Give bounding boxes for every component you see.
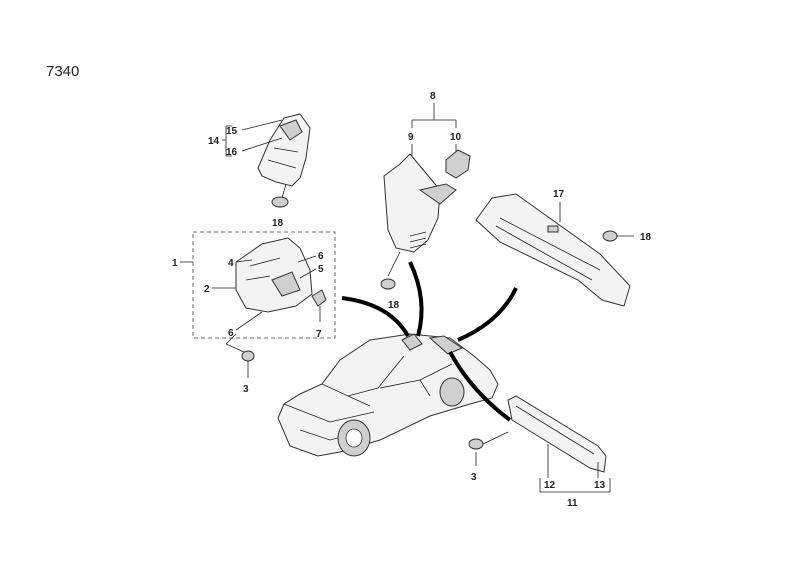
callout-3-left: 3 — [243, 384, 249, 395]
callout-14-group: 14 15 16 18 — [208, 119, 284, 229]
part-10-cover — [445, 149, 471, 179]
callout-13: 13 — [594, 480, 606, 491]
callout-12: 12 — [544, 480, 556, 491]
callout-18-top-left: 18 — [272, 218, 284, 229]
callout-1: 1 — [172, 258, 178, 269]
figure-code: 7340 — [46, 63, 79, 80]
part-12-sill-trim — [507, 395, 607, 478]
callout-4: 4 — [228, 258, 234, 269]
callout-11: 11 — [567, 498, 578, 509]
callout-8-group: 8 9 10 — [408, 91, 462, 160]
callout-5: 5 — [318, 264, 324, 275]
callout-7: 7 — [316, 329, 322, 340]
callout-18-middle: 18 — [388, 300, 400, 311]
callout-9: 9 — [408, 132, 414, 143]
part-2-wheelhouse-trim — [235, 237, 313, 313]
callout-16: 16 — [226, 147, 238, 158]
part-18-clip-right: 18 — [602, 230, 652, 243]
part-3-clip-right: 3 — [468, 431, 509, 483]
callout-2: 2 — [204, 284, 210, 295]
part-18-clip-middle: 18 — [380, 278, 400, 311]
callout-6-lower: 6 — [228, 328, 234, 339]
callout-3-right: 3 — [471, 472, 477, 483]
callout-15: 15 — [226, 126, 238, 137]
car-illustration — [277, 333, 499, 457]
callout-6-upper: 6 — [318, 251, 324, 262]
callout-1-group: 1 4 2 6 5 7 6 — [172, 251, 324, 353]
callout-18-right: 18 — [640, 232, 652, 243]
callout-11-group: 12 13 11 — [539, 478, 611, 509]
callout-10: 10 — [450, 132, 462, 143]
group-1-boundary — [192, 231, 336, 339]
leader-arcs — [341, 261, 518, 422]
part-7-clip — [311, 289, 327, 322]
part-17-package-tray: 17 — [475, 189, 631, 307]
part-14-trim-assembly — [257, 113, 311, 208]
callout-17: 17 — [553, 189, 565, 200]
callout-8: 8 — [430, 91, 436, 102]
part-9-pillar-trim — [383, 153, 457, 277]
part-3-clip-left: 3 — [241, 350, 255, 395]
callout-14: 14 — [208, 136, 220, 147]
